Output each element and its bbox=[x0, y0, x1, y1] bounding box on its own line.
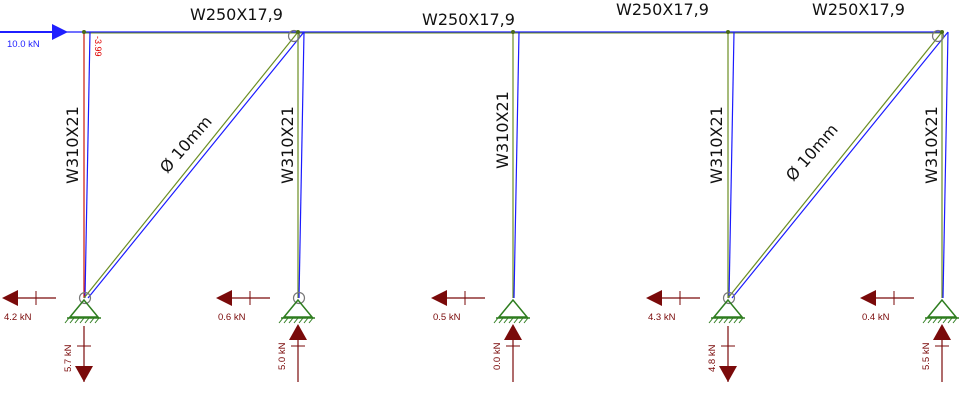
supports bbox=[2, 290, 959, 382]
horizontal-reaction-label: 0.5 kN bbox=[433, 312, 461, 323]
ground-hatch bbox=[74, 317, 80, 324]
column-label: W310X21 bbox=[922, 106, 941, 184]
ground-hatch bbox=[952, 317, 958, 324]
arrow-up-icon bbox=[504, 324, 522, 340]
column-label: W310X21 bbox=[493, 91, 512, 169]
beam-label: W250X17,9 bbox=[812, 0, 905, 19]
brace-line bbox=[727, 31, 943, 299]
brace-deflected-line bbox=[87, 31, 305, 299]
ground-hatch bbox=[288, 317, 294, 324]
ground-hatch bbox=[508, 317, 514, 324]
ground-hatch bbox=[69, 317, 75, 324]
ground-hatch bbox=[308, 317, 314, 324]
pin-joint-icon bbox=[722, 291, 736, 305]
horizontal-reaction-label: 4.2 kN bbox=[4, 312, 32, 323]
arrow-down-icon bbox=[75, 366, 93, 382]
beam-label: W250X17,9 bbox=[190, 5, 283, 24]
ground-hatch bbox=[84, 317, 90, 324]
ground-hatch bbox=[947, 317, 953, 324]
member-labels: 10.0 kN -3.99 4.2 kN 5.7 kN 0.6 kN 5.0 kN 0.5 … bbox=[4, 0, 941, 372]
frame-members bbox=[0, 24, 949, 305]
pin-support-icon bbox=[712, 298, 744, 318]
ground-hatch bbox=[498, 317, 504, 324]
ground-hatch bbox=[738, 317, 744, 324]
ground-hatch bbox=[283, 317, 289, 324]
ground-hatch bbox=[303, 317, 309, 324]
horizontal-reaction-label: 4.3 kN bbox=[648, 312, 676, 323]
ground-hatch bbox=[513, 317, 519, 324]
ground-hatch bbox=[298, 317, 304, 324]
arrow-left-icon bbox=[431, 290, 447, 306]
ground-hatch bbox=[723, 317, 729, 324]
arrow-down-icon bbox=[719, 366, 737, 382]
ground-hatch bbox=[94, 317, 100, 324]
ground-hatch bbox=[518, 317, 524, 324]
node-dot-icon bbox=[82, 30, 86, 34]
vertical-reaction-label: 4.8 kN bbox=[707, 344, 718, 372]
ground-hatch bbox=[927, 317, 933, 324]
ground-hatch bbox=[713, 317, 719, 324]
ground-hatch bbox=[733, 317, 739, 324]
arrow-left-icon bbox=[2, 290, 18, 306]
column-deflected-line bbox=[513, 31, 520, 299]
ground-hatch bbox=[64, 317, 70, 324]
arrow-up-icon bbox=[289, 324, 307, 340]
ground-hatch bbox=[922, 317, 928, 324]
vertical-reaction-label: 5.5 kN bbox=[921, 342, 932, 370]
ground-hatch bbox=[89, 317, 95, 324]
ground-hatch bbox=[523, 317, 529, 324]
vertical-reaction-label: 5.0 kN bbox=[277, 342, 288, 370]
ground-hatch bbox=[79, 317, 85, 324]
brace-label: Ø 10mm bbox=[156, 112, 216, 177]
brace-deflected-line bbox=[731, 31, 949, 299]
pin-support-icon bbox=[926, 298, 958, 318]
vertical-reaction-label: 0.0 kN bbox=[492, 342, 503, 370]
node-dot-icon bbox=[296, 30, 300, 34]
pin-support-icon bbox=[497, 298, 529, 318]
ground-hatch bbox=[937, 317, 943, 324]
column-deflected-line bbox=[298, 31, 305, 299]
node-dot-icon bbox=[511, 30, 515, 34]
ground-hatch bbox=[728, 317, 734, 324]
column-deflected-line bbox=[942, 31, 949, 299]
horizontal-reaction-label: 0.6 kN bbox=[218, 312, 246, 323]
brace-label: Ø 10mm bbox=[782, 120, 842, 185]
ground-hatch bbox=[718, 317, 724, 324]
column-label: W310X21 bbox=[707, 106, 726, 184]
node-dot-icon bbox=[940, 30, 944, 34]
pin-joint-icon bbox=[292, 291, 306, 305]
arrow-left-icon bbox=[216, 290, 232, 306]
column-label: W310X21 bbox=[278, 106, 297, 184]
column-moment-value: -3.99 bbox=[93, 36, 103, 57]
pin-support-icon bbox=[282, 298, 314, 318]
column-deflected-line bbox=[84, 31, 91, 299]
pin-joint-icon bbox=[287, 29, 301, 43]
applied-load-label: 10.0 kN bbox=[7, 39, 40, 50]
arrow-right-icon bbox=[52, 24, 68, 40]
beam-label: W250X17,9 bbox=[422, 10, 515, 29]
brace-line bbox=[83, 31, 299, 299]
ground-hatch bbox=[942, 317, 948, 324]
ground-hatch bbox=[503, 317, 509, 324]
horizontal-reaction-label: 0.4 kN bbox=[862, 312, 890, 323]
arrow-left-icon bbox=[646, 290, 662, 306]
column-label: W310X21 bbox=[63, 106, 82, 184]
pin-support-icon bbox=[68, 298, 100, 318]
ground-hatch bbox=[278, 317, 284, 324]
arrow-up-icon bbox=[933, 324, 951, 340]
arrow-left-icon bbox=[860, 290, 876, 306]
vertical-reaction-label: 5.7 kN bbox=[63, 344, 74, 372]
pin-joint-icon bbox=[78, 291, 92, 305]
beam-label: W250X17,9 bbox=[616, 0, 709, 19]
column-deflected-line bbox=[728, 31, 735, 299]
node-dot-icon bbox=[726, 30, 730, 34]
ground-hatch bbox=[708, 317, 714, 324]
ground-hatch bbox=[932, 317, 938, 324]
ground-hatch bbox=[293, 317, 299, 324]
pin-joint-icon bbox=[931, 29, 945, 43]
ground-hatch bbox=[493, 317, 499, 324]
